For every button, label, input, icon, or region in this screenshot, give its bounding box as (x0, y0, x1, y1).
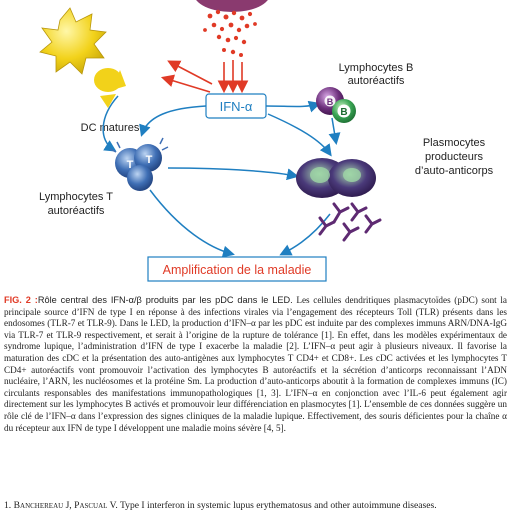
ifn-to-plasma-arrow (267, 113, 332, 157)
antibody-icon (342, 222, 360, 242)
b-to-plasma-arrow (328, 117, 341, 145)
b-label-line1: Lymphocytes B (339, 62, 414, 74)
b-lymphocytes-cell: B B (316, 87, 356, 123)
dc-mature-cell (39, 7, 126, 108)
reference-line: 1. Banchereau J, Pascual V. Type I inter… (4, 500, 509, 511)
t-label-line2: autoréactifs (48, 205, 105, 217)
t-letter: T (127, 159, 134, 171)
t-to-plasma-arrow (167, 167, 299, 181)
ifn-to-dc-arrows (160, 60, 213, 93)
plasmocytes-cells (296, 158, 376, 198)
plasma-label-line3: d’auto-anticorps (415, 165, 494, 177)
ifn-label: IFN-α (220, 99, 253, 114)
plasma-label-line2: producteurs (425, 151, 484, 163)
antibody-icon (364, 214, 382, 234)
figure-caption: FIG. 2 :Rôle central des IFN-α/β produit… (4, 295, 507, 434)
ifn-dots (203, 9, 257, 57)
antibody-to-amplification-arrow (279, 213, 331, 256)
figure-diagram: DC matures IFN-α B B Lymphocytes B autor… (39, 0, 494, 282)
caption-fig-label: FIG. 2 : (4, 295, 38, 305)
ifn-down-arrows (217, 60, 249, 94)
ifn-to-b-arrow (265, 100, 321, 113)
b-label-line2: autoréactifs (348, 75, 405, 87)
reference-title: Type I interferon in systemic lupus eryt… (117, 500, 437, 511)
plasma-label-line1: Plasmocytes (423, 137, 486, 149)
pdc-cell-top (196, 0, 268, 12)
caption-fig-title: Rôle central des IFN-α/β produits par le… (37, 295, 293, 305)
amplification-box: Amplification de la maladie (147, 256, 327, 282)
dc-label: DC matures (81, 122, 140, 134)
reference-number: 1. (4, 500, 12, 511)
antibody-icon (350, 202, 368, 222)
caption-body: Les cellules dendritiques plasmacytoïdes… (4, 295, 508, 433)
antibody-icons (318, 202, 382, 242)
dc-to-t-arrow (102, 95, 119, 152)
t-label-line1: Lymphocytes T (39, 191, 113, 203)
reference-authors: Banchereau J, Pascual V. (13, 500, 118, 511)
antibody-icon (318, 216, 336, 236)
antibody-icon (332, 202, 350, 224)
amplification-label: Amplification de la maladie (163, 263, 312, 277)
diagram-canvas: DC matures IFN-α B B Lymphocytes B autor… (39, 0, 494, 282)
t-to-amplification-arrow (149, 189, 235, 258)
t-letter-2: T (146, 154, 153, 166)
ifn-to-t-arrow (139, 105, 207, 137)
t-lymphocytes-cell: T T (109, 137, 169, 191)
b-letter-2: B (327, 97, 334, 107)
b-letter: B (340, 107, 347, 118)
ifn-center-box: IFN-α (205, 93, 267, 119)
flow-arrows (102, 95, 341, 258)
